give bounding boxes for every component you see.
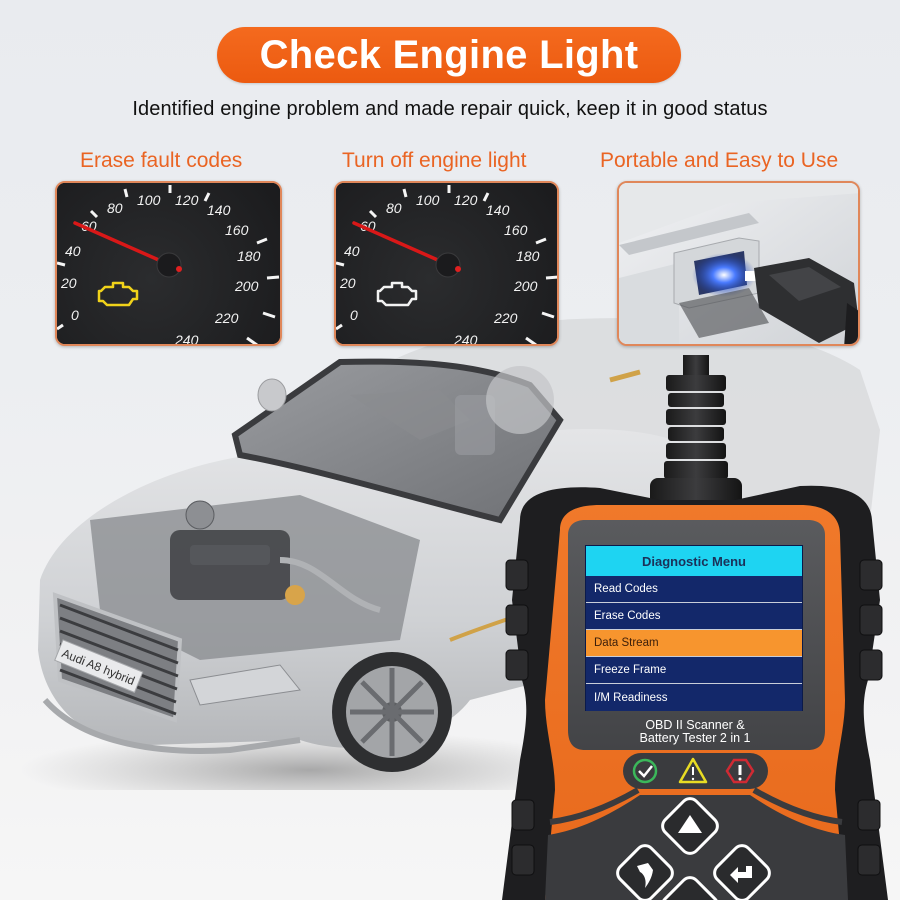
svg-text:0: 0	[71, 307, 79, 323]
svg-text:20: 20	[60, 275, 77, 291]
menu-item-data-stream[interactable]: Data Stream	[586, 630, 802, 657]
menu-item-im-readiness[interactable]: I/M Readiness	[586, 684, 802, 711]
svg-text:160: 160	[225, 222, 249, 238]
svg-text:160: 160	[504, 222, 528, 238]
device-label-line2: Battery Tester 2 in 1	[639, 731, 751, 745]
svg-text:100: 100	[416, 192, 440, 208]
device-label-line1: OBD II Scanner &	[645, 718, 745, 732]
svg-text:40: 40	[65, 243, 81, 259]
tick-marks	[57, 185, 280, 344]
menu-item-freeze-frame[interactable]: Freeze Frame	[586, 657, 802, 684]
menu-item-erase-codes[interactable]: Erase Codes	[586, 603, 802, 630]
svg-text:0: 0	[350, 307, 358, 323]
status-ok-icon	[632, 758, 658, 784]
svg-text:140: 140	[486, 202, 510, 218]
svg-text:180: 180	[237, 248, 261, 264]
up-button[interactable]	[668, 804, 712, 848]
svg-text:220: 220	[214, 310, 239, 326]
svg-text:220: 220	[493, 310, 518, 326]
cable-strain-relief	[650, 375, 742, 508]
svg-text:140: 140	[207, 202, 231, 218]
speed-labels: 0 20 40 60 80 100 120 140 160 180 200 22…	[339, 192, 540, 346]
front-wheel	[332, 652, 452, 772]
side-grips	[505, 559, 883, 876]
menu-item-read-codes[interactable]: Read Codes	[586, 576, 802, 603]
speed-labels: 0 20 40 60 80 100 120 140 160 180 200 22…	[60, 192, 261, 346]
tick-marks	[336, 185, 557, 344]
svg-text:180: 180	[516, 248, 540, 264]
page-title: Check Engine Light	[259, 32, 639, 77]
svg-text:200: 200	[513, 278, 538, 294]
feature-caption-erase: Erase fault codes	[80, 149, 243, 172]
svg-text:120: 120	[454, 192, 478, 208]
down-button[interactable]	[668, 885, 712, 900]
speed-needle	[352, 221, 442, 263]
svg-text:80: 80	[107, 200, 123, 216]
svg-text:240: 240	[174, 332, 199, 346]
subtitle: Identified engine problem and made repai…	[132, 98, 768, 120]
enter-button[interactable]	[720, 851, 764, 895]
svg-text:200: 200	[234, 278, 259, 294]
speed-needle	[73, 221, 163, 263]
keypad-buttons	[616, 797, 771, 900]
screen-title: Diagnostic Menu	[586, 546, 802, 576]
feature-image-portable	[617, 181, 860, 346]
svg-text:100: 100	[137, 192, 161, 208]
feature-caption-turn-off: Turn off engine light	[342, 149, 527, 172]
svg-text:80: 80	[386, 200, 402, 216]
svg-text:20: 20	[339, 275, 356, 291]
check-engine-icon	[97, 281, 139, 307]
feature-caption-portable: Portable and Easy to Use	[600, 149, 839, 172]
device-label: OBD II Scanner & Battery Tester 2 in 1	[600, 719, 790, 745]
warning-icon	[678, 757, 708, 784]
error-icon	[725, 758, 755, 784]
svg-text:240: 240	[453, 332, 478, 346]
svg-text:120: 120	[175, 192, 199, 208]
indicator-panel	[623, 753, 768, 789]
check-engine-icon-off	[376, 281, 418, 307]
feature-image-turn-off-light: 0 20 40 60 80 100 120 140 160 180 200 22…	[334, 181, 559, 346]
title-banner: Check Engine Light	[217, 27, 681, 83]
feature-image-erase-codes: 0 20 40 60 80 100 120 140 160 180 200 22…	[55, 181, 282, 346]
svg-text:40: 40	[344, 243, 360, 259]
device-screen: Diagnostic Menu Read Codes Erase Codes D…	[585, 545, 803, 711]
back-button[interactable]	[623, 851, 667, 895]
